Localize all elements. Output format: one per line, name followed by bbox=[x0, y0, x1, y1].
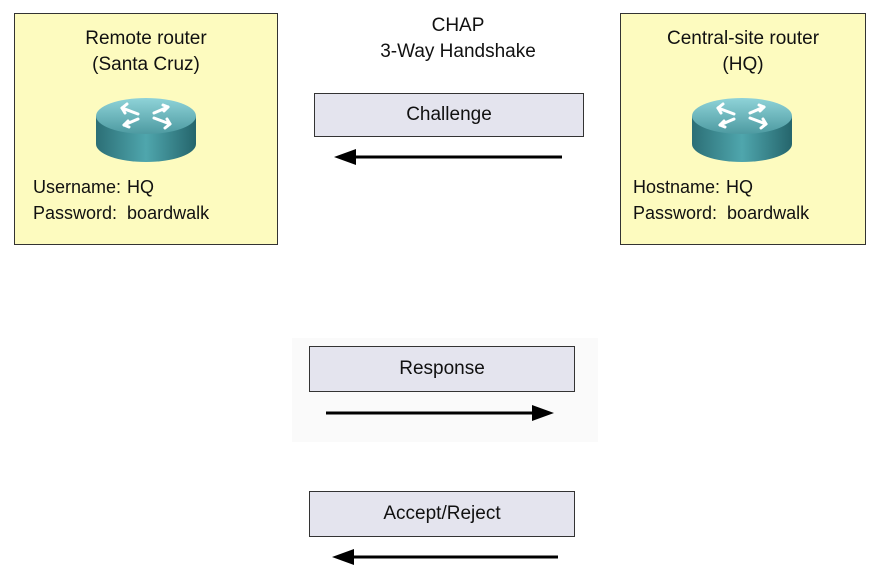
username-row: Username:HQ bbox=[33, 174, 209, 200]
hostname-label: Hostname: bbox=[633, 177, 721, 197]
response-message-box: Response bbox=[309, 346, 575, 392]
hostname-value: HQ bbox=[726, 177, 754, 197]
central-router-title-line1: Central-site router bbox=[666, 28, 820, 49]
accept-reject-message-box: Accept/Reject bbox=[309, 491, 575, 537]
password-value: boardwalk bbox=[727, 203, 810, 224]
remote-router-title-line2: (Santa Cruz) bbox=[92, 53, 200, 75]
remote-router-title: Remote router (Santa Cruz) bbox=[15, 26, 277, 77]
accept-reject-label: Accept/Reject bbox=[383, 503, 501, 524]
heading-line1: CHAP bbox=[431, 15, 485, 36]
username-label: Username: bbox=[33, 177, 122, 197]
password-row: Password: boardwalk bbox=[633, 200, 809, 226]
router-icon bbox=[692, 98, 792, 162]
central-router-title-line2: (HQ) bbox=[722, 53, 764, 75]
password-row: Password: boardwalk bbox=[33, 200, 209, 226]
arrow-left-icon bbox=[334, 149, 562, 165]
response-label: Response bbox=[399, 358, 485, 379]
challenge-label: Challenge bbox=[406, 104, 492, 125]
heading-line2: 3-Way Handshake bbox=[380, 40, 536, 62]
remote-router-title-line1: Remote router bbox=[85, 28, 207, 49]
central-router-title: Central-site router (HQ) bbox=[621, 26, 865, 77]
hostname-row: Hostname:HQ bbox=[633, 174, 809, 200]
challenge-message-box: Challenge bbox=[314, 93, 584, 137]
password-label: Password: bbox=[633, 203, 718, 224]
password-label: Password: bbox=[33, 203, 118, 224]
central-credentials: Hostname:HQ Password: boardwalk bbox=[633, 174, 809, 226]
router-icon bbox=[96, 98, 196, 162]
diagram-heading: CHAP 3-Way Handshake bbox=[330, 13, 586, 64]
username-value: HQ bbox=[127, 177, 155, 197]
central-router-box: Central-site router (HQ) Hostname:HQ Pas… bbox=[620, 13, 866, 245]
remote-router-box: Remote router (Santa Cruz) Username:HQ P… bbox=[14, 13, 278, 245]
remote-credentials: Username:HQ Password: boardwalk bbox=[33, 174, 209, 226]
arrow-right-icon bbox=[326, 405, 554, 421]
password-value: boardwalk bbox=[127, 203, 210, 224]
arrow-left-icon bbox=[332, 549, 558, 565]
